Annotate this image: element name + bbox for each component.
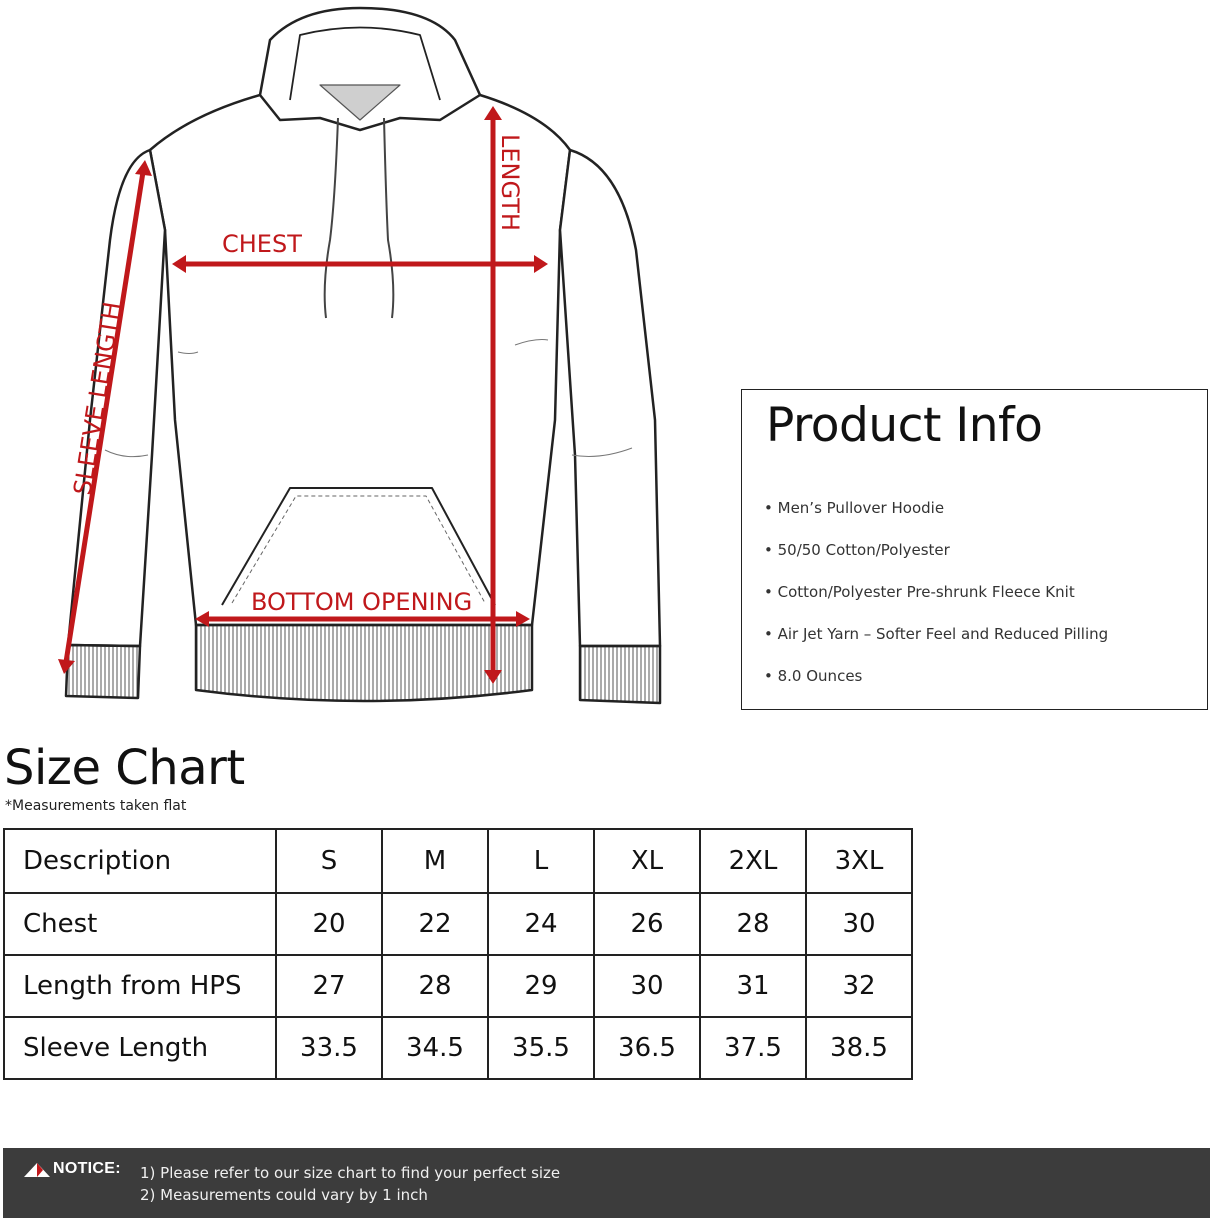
table-row: Length from HPS 27 28 29 30 31 32 — [3, 954, 913, 1018]
table-cell: 22 — [381, 892, 489, 956]
hoodie-measurement-diagram: CHEST LENGTH SLEEVE LENGTH BOTTOM OPENIN… — [58, 6, 662, 705]
table-cell: 26 — [593, 892, 701, 956]
notice-line: 2) Measurements could vary by 1 inch — [140, 1186, 428, 1204]
size-chart-note: *Measurements taken flat — [5, 798, 187, 814]
hoodie-outline — [64, 6, 662, 705]
table-cell: 32 — [805, 954, 913, 1018]
header-cell: 2XL — [699, 828, 807, 894]
size-chart-title: Size Chart — [4, 740, 245, 796]
table-row: Sleeve Length 33.5 34.5 35.5 36.5 37.5 3… — [3, 1016, 913, 1080]
header-cell: XL — [593, 828, 701, 894]
table-header-row: Description S M L XL 2XL 3XL — [3, 828, 913, 894]
header-cell: L — [487, 828, 595, 894]
measurement-arrows — [58, 106, 548, 684]
notice-lines: 1) Please refer to our size chart to fin… — [140, 1162, 560, 1206]
table-cell: 20 — [275, 892, 383, 956]
product-info-item: 8.0 Ounces — [764, 666, 1108, 708]
table-cell: 30 — [805, 892, 913, 956]
product-info-item: Air Jet Yarn – Softer Feel and Reduced P… — [764, 624, 1109, 666]
bottom-opening-label: BOTTOM OPENING — [251, 588, 472, 616]
table-cell: 38.5 — [805, 1016, 913, 1080]
table-cell: 27 — [275, 954, 383, 1018]
table-cell: 37.5 — [699, 1016, 807, 1080]
chest-label: CHEST — [222, 230, 302, 258]
table-cell: 30 — [593, 954, 701, 1018]
table-cell: 33.5 — [275, 1016, 383, 1080]
header-cell: S — [275, 828, 383, 894]
table-cell: Chest — [3, 892, 277, 956]
notice-line: 1) Please refer to our size chart to fin… — [140, 1164, 561, 1182]
length-label: LENGTH — [496, 134, 524, 231]
table-cell: 35.5 — [487, 1016, 595, 1080]
table-cell: Sleeve Length — [3, 1016, 277, 1080]
size-chart-table: Description S M L XL 2XL 3XL Chest 20 22… — [3, 828, 913, 1080]
table-cell: 34.5 — [381, 1016, 489, 1080]
sleeve-length-arrow — [63, 171, 146, 663]
table-row: Chest 20 22 24 26 28 30 — [3, 892, 913, 956]
header-cell: 3XL — [805, 828, 913, 894]
table-cell: 24 — [487, 892, 595, 956]
table-cell: 29 — [487, 954, 595, 1018]
product-info-list: Men’s Pullover Hoodie 50/50 Cotton/Polye… — [764, 498, 1109, 708]
notice-bar: NOTICE: 1) Please refer to our size char… — [3, 1148, 1210, 1218]
table-cell: 28 — [699, 892, 807, 956]
warning-triangle-icon — [24, 1163, 50, 1177]
header-cell: Description — [3, 828, 277, 894]
table-cell: Length from HPS — [3, 954, 277, 1018]
product-info-item: 50/50 Cotton/Polyester — [764, 540, 1108, 582]
product-info-box: Product Info Men’s Pullover Hoodie 50/50… — [741, 389, 1208, 710]
notice-label: NOTICE: — [53, 1160, 121, 1177]
product-info-title: Product Info — [766, 398, 1043, 453]
table-cell: 36.5 — [593, 1016, 701, 1080]
table-cell: 28 — [381, 954, 489, 1018]
product-info-item: Cotton/Polyester Pre-shrunk Fleece Knit — [764, 582, 1108, 624]
header-cell: M — [381, 828, 489, 894]
table-cell: 31 — [699, 954, 807, 1018]
product-info-item: Men’s Pullover Hoodie — [764, 498, 1108, 540]
